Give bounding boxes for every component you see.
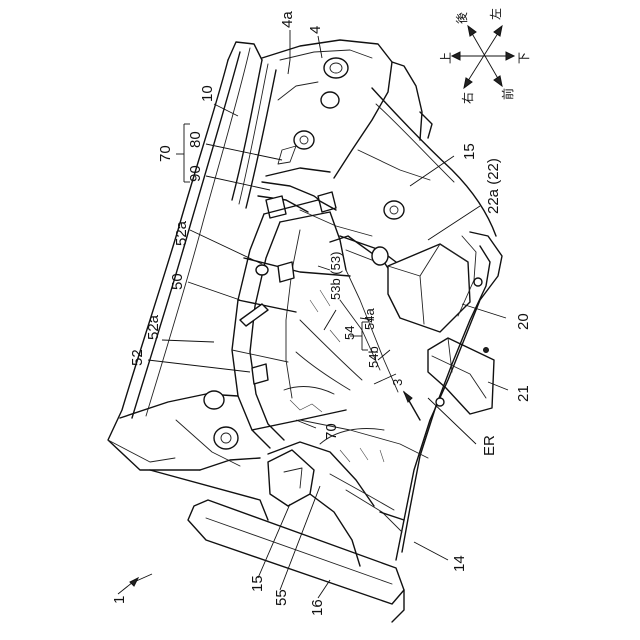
label-ER: ER bbox=[481, 435, 498, 456]
label-54: 54 bbox=[342, 326, 357, 340]
orient-up: 上 bbox=[439, 52, 453, 64]
label-20: 20 bbox=[515, 313, 532, 330]
orient-right: 右 bbox=[460, 92, 475, 104]
orient-rear: 後 bbox=[455, 12, 469, 24]
label-80: 80 bbox=[187, 131, 204, 148]
leader-lines bbox=[133, 30, 509, 599]
label-10: 10 bbox=[199, 85, 216, 102]
front-lower-structure bbox=[267, 419, 429, 567]
label-70-bottom: 70 bbox=[323, 423, 340, 440]
orient-down: 下 bbox=[517, 52, 531, 64]
label-14: 14 bbox=[451, 555, 468, 572]
label-90: 90 bbox=[187, 165, 204, 182]
cowl-brackets-70 bbox=[257, 181, 373, 237]
upper-member-10 bbox=[231, 59, 277, 209]
orient-left: 左 bbox=[488, 8, 503, 20]
ref-1-arrow bbox=[117, 576, 140, 595]
apron-panel bbox=[107, 41, 269, 521]
label-15-bottom: 15 bbox=[249, 575, 266, 592]
label-70-top: 70 bbox=[157, 145, 174, 162]
orientation-compass bbox=[450, 24, 516, 90]
engine-room-center bbox=[283, 235, 407, 413]
label-55: 55 bbox=[273, 589, 290, 606]
orientation-labels: 上 後 左 下 右 前 bbox=[439, 8, 531, 104]
label-21: 21 bbox=[515, 385, 532, 402]
bracket-21 bbox=[427, 337, 495, 415]
bumper-beam-16 bbox=[187, 499, 405, 623]
orient-front: 前 bbox=[500, 88, 515, 100]
label-4a: 4a bbox=[279, 11, 296, 28]
label-54a: 54a bbox=[362, 308, 377, 330]
label-52a-upper: 52a bbox=[173, 220, 190, 246]
label-22a: 22a (22) bbox=[485, 158, 502, 214]
reference-labels: 4a 4 10 80 70 90 52a 50 52a 52 15 22a (2… bbox=[111, 11, 532, 616]
right-frame-rail-14 bbox=[395, 231, 503, 561]
strut-tower-4 bbox=[261, 39, 393, 179]
engine-room-arrow bbox=[402, 390, 421, 421]
label-52a-lower: 52a bbox=[145, 314, 162, 340]
label-16: 16 bbox=[309, 599, 326, 616]
lower-side-structure bbox=[119, 390, 261, 471]
unit-20 bbox=[339, 235, 471, 333]
right-fender-rail bbox=[357, 61, 497, 237]
label-52: 52 bbox=[129, 349, 146, 366]
label-53b: 53b (53) bbox=[328, 252, 343, 300]
label-3: 3 bbox=[390, 379, 405, 386]
subframe-50 bbox=[231, 199, 351, 449]
label-1: 1 bbox=[111, 596, 128, 604]
label-50: 50 bbox=[169, 273, 186, 290]
label-54b: 54b bbox=[366, 346, 381, 368]
label-4: 4 bbox=[307, 26, 324, 34]
label-15-top: 15 bbox=[461, 143, 478, 160]
